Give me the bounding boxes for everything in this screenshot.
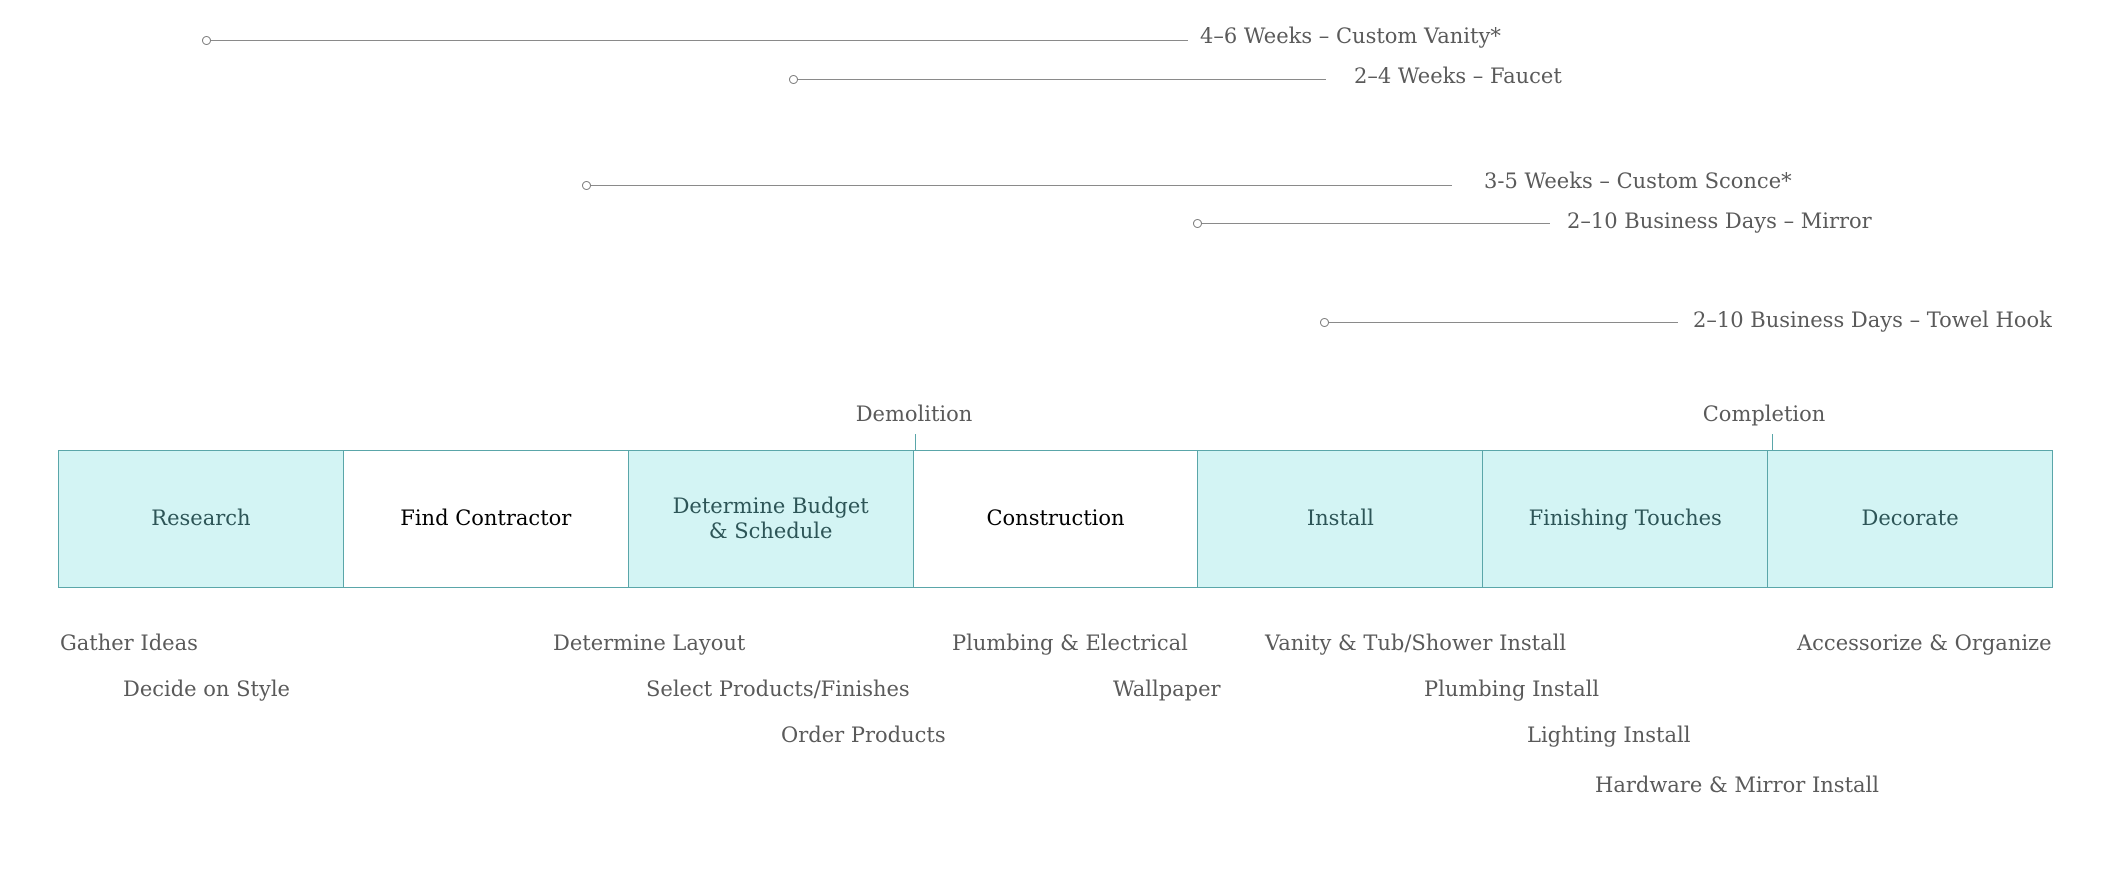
lead-time-label: 3-5 Weeks – Custom Sconce* [1484,169,1792,193]
task-order-products: Order Products [781,723,946,747]
phase-finishing-touches: Finishing Touches [1482,450,1769,588]
phase-determine-budget-schedule: Determine Budget & Schedule [627,450,914,588]
lead-time-start-marker [1193,219,1202,228]
phase-research: Research [58,450,344,588]
task-lighting-install: Lighting Install [1527,723,1691,747]
milestone-completion-label: Completion [1702,402,1826,426]
milestone-demolition-label: Demolition [855,402,973,426]
task-plumbing-install: Plumbing Install [1424,677,1600,701]
phase-construction: Construction [912,450,1199,588]
lead-time-label: 4–6 Weeks – Custom Vanity* [1200,24,1501,48]
task-hardware-mirror-install: Hardware & Mirror Install [1595,773,1879,797]
lead-time-line [1202,223,1550,224]
task-determine-layout: Determine Layout [553,631,746,655]
task-vanity-tub-shower-install: Vanity & Tub/Shower Install [1265,631,1567,655]
phase-decorate: Decorate [1767,450,2054,588]
milestone-completion-tick [1772,434,1773,450]
task-wallpaper: Wallpaper [1113,677,1221,701]
task-decide-on-style: Decide on Style [123,677,290,701]
phase-timeline: Research Find Contractor Determine Budge… [58,450,2054,588]
lead-time-start-marker [582,181,591,190]
lead-time-start-marker [789,75,798,84]
lead-time-label: 2–4 Weeks – Faucet [1354,64,1562,88]
lead-time-start-marker [1320,318,1329,327]
phase-find-contractor: Find Contractor [342,450,629,588]
task-plumbing-electrical: Plumbing & Electrical [952,631,1188,655]
phase-install: Install [1197,450,1484,588]
lead-time-line [211,40,1188,41]
lead-time-line [1329,322,1678,323]
task-gather-ideas: Gather Ideas [60,631,198,655]
lead-time-line [798,79,1326,80]
lead-time-line [591,185,1452,186]
lead-time-label: 2–10 Business Days – Mirror [1567,209,1872,233]
milestone-demolition-tick [915,434,916,450]
lead-time-label: 2–10 Business Days – Towel Hook [1693,308,2052,332]
task-accessorize-organize: Accessorize & Organize [1797,631,2052,655]
lead-time-start-marker [202,36,211,45]
task-select-products-finishes: Select Products/Finishes [646,677,910,701]
